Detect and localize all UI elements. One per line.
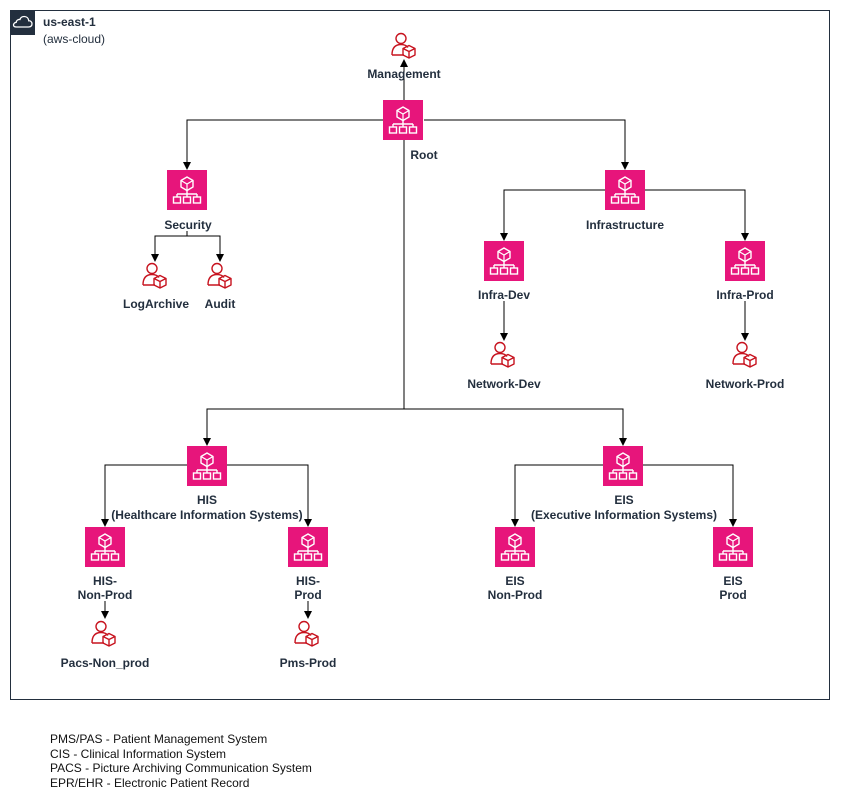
his-prod-label-line2: Prod — [294, 588, 321, 602]
edge-root-his — [203, 140, 405, 446]
management-account-icon — [391, 32, 416, 59]
region-border — [10, 10, 830, 700]
legend-item-pacs: PACS - Picture Archiving Communication S… — [50, 761, 312, 775]
pms-prod-label: Pms-Prod — [280, 656, 337, 670]
edge-security-audit — [187, 235, 224, 262]
infra-dev-ou-icon — [483, 240, 525, 282]
his-label-line1: HIS — [197, 493, 217, 507]
pacs-nonprod-label: Pacs-Non_prod — [61, 656, 150, 670]
edge-infrastructure-infraprod — [645, 189, 749, 241]
eis-label-line1: EIS — [614, 493, 633, 507]
edge-infrastructure-infradev — [500, 189, 605, 241]
his-prod-ou-icon — [287, 526, 329, 568]
edge-his-nonprod — [101, 464, 187, 527]
management-label: Management — [367, 67, 440, 81]
edge-eis-nonprod — [511, 464, 603, 527]
eis-nonprod-label-line1: EIS — [505, 574, 524, 588]
root-ou-icon — [382, 99, 424, 141]
eis-label-line2: (Executive Information Systems) — [531, 508, 717, 522]
eis-prod-label-line2: Prod — [719, 588, 746, 602]
region-subtitle: (aws-cloud) — [43, 32, 105, 46]
edge-root-eis — [404, 408, 627, 446]
his-label-line2: (Healthcare Information Systems) — [111, 508, 302, 522]
network-prod-account-icon — [732, 341, 757, 368]
edges — [101, 59, 749, 619]
eis-prod-ou-icon — [712, 526, 754, 568]
network-prod-label: Network-Prod — [706, 377, 785, 391]
eis-nonprod-ou-icon — [494, 526, 536, 568]
his-nonprod-label-line1: HIS- — [93, 574, 117, 588]
logarchive-account-icon — [142, 262, 167, 289]
security-label: Security — [164, 218, 212, 232]
audit-account-icon — [207, 262, 232, 289]
pms-prod-account-icon — [294, 620, 319, 647]
eis-ou-icon — [602, 445, 644, 487]
edge-his-prod — [227, 464, 312, 527]
infra-prod-label: Infra-Prod — [716, 288, 773, 302]
eis-nonprod-label-line2: Non-Prod — [488, 588, 543, 602]
legend-item-epr: EPR/EHR - Electronic Patient Record — [50, 775, 250, 790]
infra-dev-label: Infra-Dev — [478, 288, 530, 302]
eis-prod-label-line1: EIS — [723, 574, 742, 588]
infra-prod-ou-icon — [724, 240, 766, 282]
root-label: Root — [410, 148, 437, 162]
infrastructure-label: Infrastructure — [586, 218, 664, 232]
edge-root-infrastructure — [424, 119, 629, 170]
infrastructure-ou-icon — [604, 169, 646, 211]
edge-security-logarchive — [151, 231, 188, 262]
region-title: us-east-1 — [43, 15, 96, 29]
edge-eis-prod — [643, 464, 737, 527]
his-prod-label-line1: HIS- — [296, 574, 320, 588]
logarchive-label: LogArchive — [123, 297, 189, 311]
security-ou-icon — [166, 169, 208, 211]
network-dev-label: Network-Dev — [467, 377, 541, 391]
network-dev-account-icon — [490, 341, 515, 368]
audit-label: Audit — [205, 297, 236, 311]
legend-item-cis: CIS - Clinical Information System — [50, 746, 227, 761]
legend-item-pms: PMS/PAS - Patient Management System — [50, 732, 268, 746]
cloud-icon — [10, 10, 35, 35]
legend: PMS/PAS - Patient Management System CIS … — [50, 732, 312, 790]
edge-root-security — [183, 119, 383, 170]
his-ou-icon — [186, 445, 228, 487]
his-nonprod-label-line2: Non-Prod — [78, 588, 133, 602]
his-nonprod-ou-icon — [84, 526, 126, 568]
pacs-nonprod-account-icon — [91, 620, 116, 647]
